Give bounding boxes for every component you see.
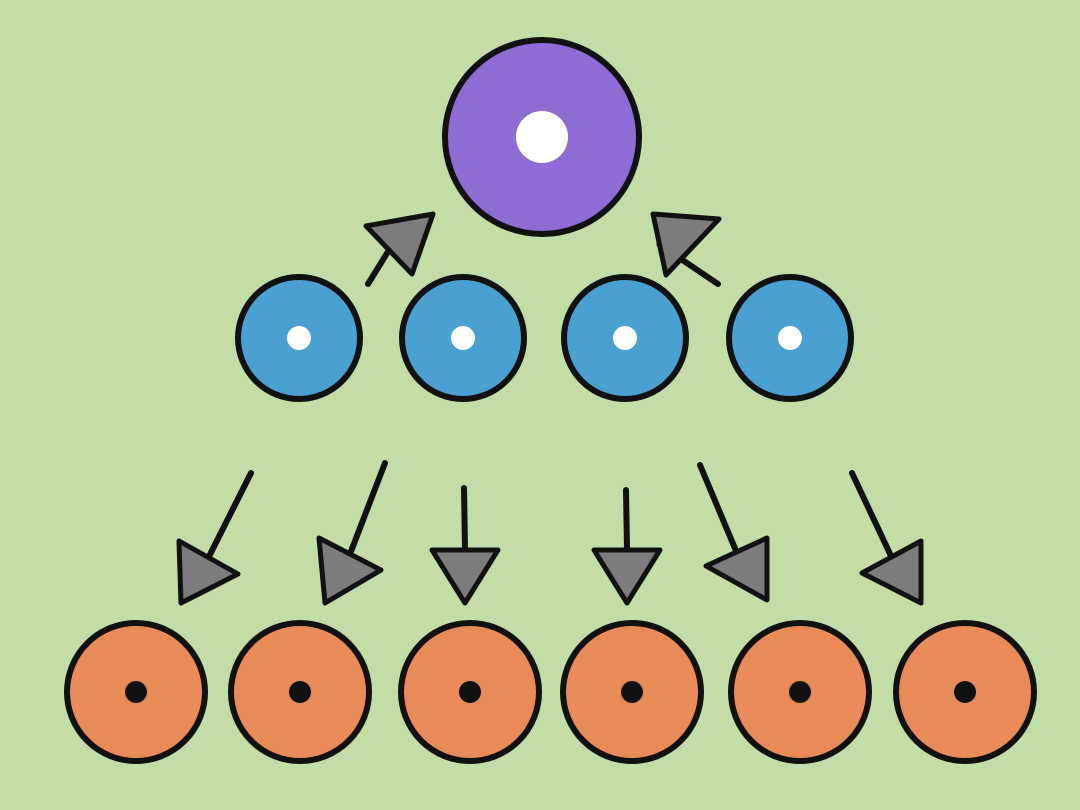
arrow-head — [859, 538, 924, 606]
arrow-shaft — [697, 462, 740, 555]
middle-node-3 — [561, 274, 689, 402]
middle-node-2 — [399, 274, 527, 402]
nodes-layer — [64, 37, 1037, 764]
downward-arrow-5 — [697, 462, 770, 603]
downward-arrow-6 — [849, 470, 924, 606]
bottom-node-3 — [398, 620, 542, 764]
middle-node-center-dot — [451, 326, 475, 350]
arrows-layer — [176, 211, 924, 606]
upward-arrow-2 — [650, 211, 722, 287]
arrow-shaft — [365, 247, 392, 287]
top-node-1 — [442, 37, 642, 237]
downward-arrow-4 — [591, 487, 663, 606]
middle-node-1 — [235, 274, 363, 402]
bottom-node-center-dot — [289, 681, 311, 703]
arrow-shaft — [461, 485, 468, 553]
bottom-node-center-dot — [459, 681, 481, 703]
downward-arrow-3 — [429, 485, 501, 606]
bottom-node-center-dot — [125, 681, 147, 703]
bottom-node-center-dot — [621, 681, 643, 703]
arrow-shaft — [623, 487, 630, 553]
bottom-node-4 — [560, 620, 704, 764]
arrow-shaft — [205, 470, 254, 561]
downward-arrow-1 — [176, 470, 254, 606]
middle-node-center-dot — [287, 326, 311, 350]
arrow-head — [363, 211, 436, 277]
bottom-node-5 — [728, 620, 872, 764]
top-node-center-dot — [516, 111, 568, 163]
arrow-head — [316, 535, 384, 606]
bottom-node-1 — [64, 620, 208, 764]
arrow-head — [703, 535, 770, 603]
middle-node-center-dot — [778, 326, 802, 350]
arrow-head — [429, 547, 501, 606]
arrow-head — [176, 538, 241, 606]
upward-arrow-1 — [363, 211, 436, 287]
arrow-head — [650, 211, 722, 278]
downward-arrow-2 — [316, 460, 388, 606]
middle-node-center-dot — [613, 326, 637, 350]
bottom-node-2 — [228, 620, 372, 764]
arrow-shaft — [347, 460, 388, 557]
arrow-shaft — [849, 470, 895, 560]
bottom-node-center-dot — [789, 681, 811, 703]
middle-node-4 — [726, 274, 854, 402]
bottom-node-6 — [893, 620, 1037, 764]
arrow-head — [591, 547, 663, 606]
bottom-node-center-dot — [954, 681, 976, 703]
